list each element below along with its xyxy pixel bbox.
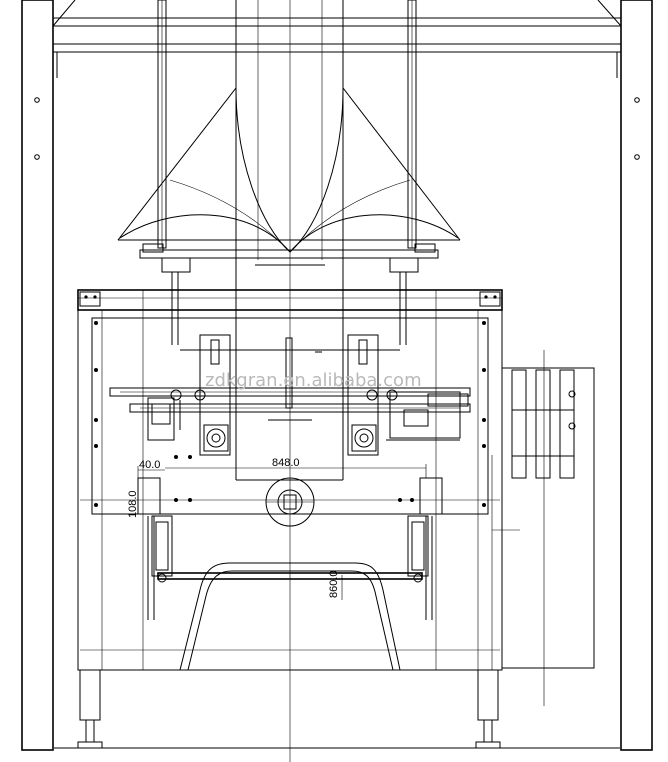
cabinet-fixing-dots (94, 321, 486, 507)
left-vertical-sealer (199, 334, 231, 456)
horizontal-jaw-bar (157, 572, 423, 580)
dimension-lines (136, 464, 427, 600)
top-beam (52, 0, 622, 78)
dimension-vertical-height: 860.0 (328, 570, 340, 598)
left-frame-post (21, 0, 54, 751)
cabinet-top-brackets (79, 291, 501, 307)
right-frame-post (620, 0, 653, 751)
watermark-text: zdkgran.en.alibaba.com (205, 370, 422, 391)
left-jaw-cylinder (137, 477, 173, 620)
dimension-left-offset: 40.0 (139, 459, 160, 471)
horizontal-shafts (109, 337, 471, 430)
former-support-bar (139, 243, 439, 345)
bag-former-shoulder (117, 86, 461, 253)
left-gearbox (147, 389, 206, 441)
machine-legs (54, 669, 620, 749)
vertical-guide-rods (157, 0, 417, 249)
side-control-box (491, 350, 595, 706)
discharge-chute (179, 562, 401, 671)
right-drive-motor (366, 389, 469, 441)
dimension-inner-width: 848.0 (272, 457, 300, 469)
film-roll-hub (265, 477, 315, 527)
dimension-side-height: 108.0 (127, 490, 139, 518)
right-jaw-cylinder (407, 477, 443, 620)
right-vertical-sealer (347, 334, 379, 456)
